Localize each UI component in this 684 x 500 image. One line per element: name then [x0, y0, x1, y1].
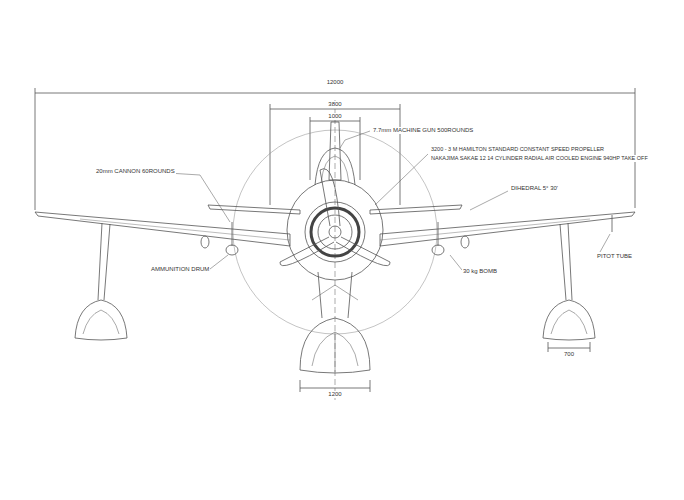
dimension-label: 12000: [326, 79, 345, 86]
callout-label: NAKAJIMA SAKAE 12 14 CYLINDER RADIAL AIR…: [430, 155, 649, 162]
callout-label: 20mm CANNON 60ROUNDS: [95, 168, 176, 175]
dimension-label: 1000: [327, 113, 342, 120]
dimension-label: 1200: [327, 391, 342, 398]
callout-label: AMMUNITION DRUM: [150, 266, 210, 273]
callout-label: 30 kg BOMB: [462, 268, 498, 275]
callout-label: DIHEDRAL 5° 30': [510, 185, 559, 192]
dimension-label: 3800: [327, 101, 342, 108]
callout-label: 3200 - 3 M HAMILTON STANDARD CONSTANT SP…: [430, 146, 605, 153]
callout-label: 7.7mm MACHINE GUN 500ROUNDS: [372, 127, 474, 134]
dimension-label: 700: [563, 351, 575, 358]
callout-label: PITOT TUBE: [596, 253, 633, 260]
